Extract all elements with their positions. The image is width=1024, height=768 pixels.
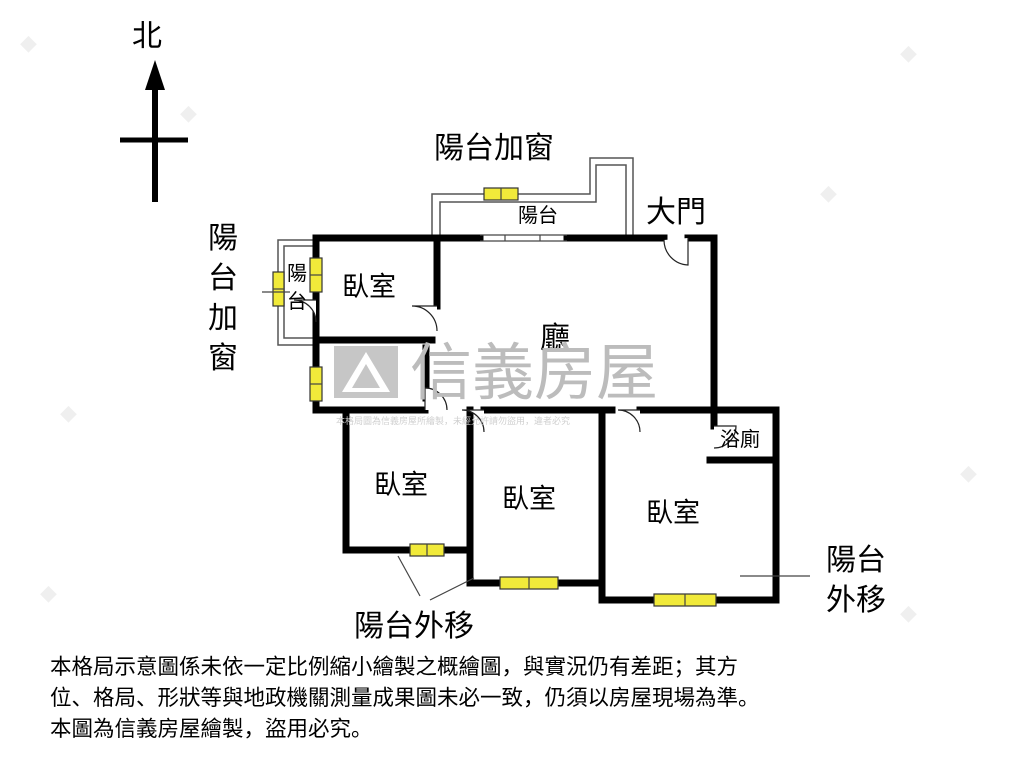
north-label: 北 <box>132 19 162 54</box>
room-balcony-left-top: 陽 <box>287 261 307 285</box>
label-balcony-window-left-3: 加 <box>208 301 238 336</box>
door-balcony-left-icon <box>293 299 317 323</box>
disclaimer-line-3: 本圖為信義房屋繪製，盜用必究。 <box>50 717 373 742</box>
svg-text:◆: ◆ <box>960 461 977 486</box>
door-nw-bedroom-icon <box>411 305 438 332</box>
room-bedroom-nw: 臥室 <box>342 272 396 303</box>
background-watermark: ◆ ◆ ◆ ◆ ◆ ◆ ◆ ◆ <box>20 31 977 626</box>
balcony-top-outline <box>431 157 634 238</box>
disclaimer-line-2: 位、格局、形狀等與地政機關測量成果圖未必一致，仍須以房屋現場為準。 <box>50 686 760 711</box>
floor-plan: ◆ ◆ ◆ ◆ ◆ ◆ ◆ ◆ 北 <box>20 19 977 644</box>
label-balcony-moved-right-2: 外移 <box>826 583 886 618</box>
disclaimer-line-1: 本格局示意圖係未依一定比例縮小繪製之概繪圖，與實況仍有差距；其方 <box>50 655 739 680</box>
brand-watermark: 信義房屋 本格局圖為信義房屋所繪製，未經允許請勿盜用，違者必究 <box>334 336 658 427</box>
room-bath-e: 浴廁 <box>720 427 760 451</box>
room-bedroom-sw: 臥室 <box>374 470 428 501</box>
watermark-notice: 本格局圖為信義房屋所繪製，未經允許請勿盜用，違者必究 <box>336 415 570 427</box>
label-balcony-window-left-2: 台 <box>208 261 238 296</box>
doors <box>293 238 737 449</box>
label-balcony-moved-right-1: 陽台 <box>826 543 886 578</box>
svg-text:◆: ◆ <box>60 401 77 426</box>
disclaimer: 本格局示意圖係未依一定比例縮小繪製之概繪圖，與實況仍有差距；其方 位、格局、形狀… <box>50 652 1000 745</box>
door-bath-w-icon <box>424 387 448 411</box>
svg-text:◆: ◆ <box>900 41 917 66</box>
label-balcony-moved-bottom: 陽台外移 <box>354 609 474 644</box>
main-door-icon <box>663 238 689 266</box>
room-bedroom-s: 臥室 <box>502 484 556 515</box>
door-bath-e-icon <box>713 425 737 449</box>
windows <box>272 187 717 607</box>
room-bedroom-se: 臥室 <box>646 498 700 529</box>
label-balcony-window-left-1: 陽 <box>208 221 238 256</box>
label-balcony-window-left-4: 窗 <box>208 341 238 376</box>
leader-lines <box>262 291 810 601</box>
svg-text:◆: ◆ <box>820 181 837 206</box>
room-balcony-top: 陽台 <box>518 203 558 227</box>
brand-watermark-text: 信義房屋 <box>410 336 658 409</box>
door-bedroom-se-icon <box>617 409 641 433</box>
svg-text:◆: ◆ <box>20 31 37 56</box>
label-balcony-window-top: 陽台加窗 <box>434 131 554 166</box>
sliding-door-balcony <box>480 234 567 242</box>
room-balcony-left-bottom: 台 <box>287 289 307 313</box>
door-bedroom-s-icon <box>461 409 485 433</box>
label-main-door: 大門 <box>646 195 706 230</box>
svg-text:◆: ◆ <box>40 581 57 606</box>
compass: 北 <box>120 19 188 202</box>
svg-text:◆: ◆ <box>900 601 917 626</box>
svg-text:◆: ◆ <box>180 101 197 126</box>
north-arrow-head-icon <box>145 60 165 90</box>
room-living: 廳 <box>540 321 570 356</box>
